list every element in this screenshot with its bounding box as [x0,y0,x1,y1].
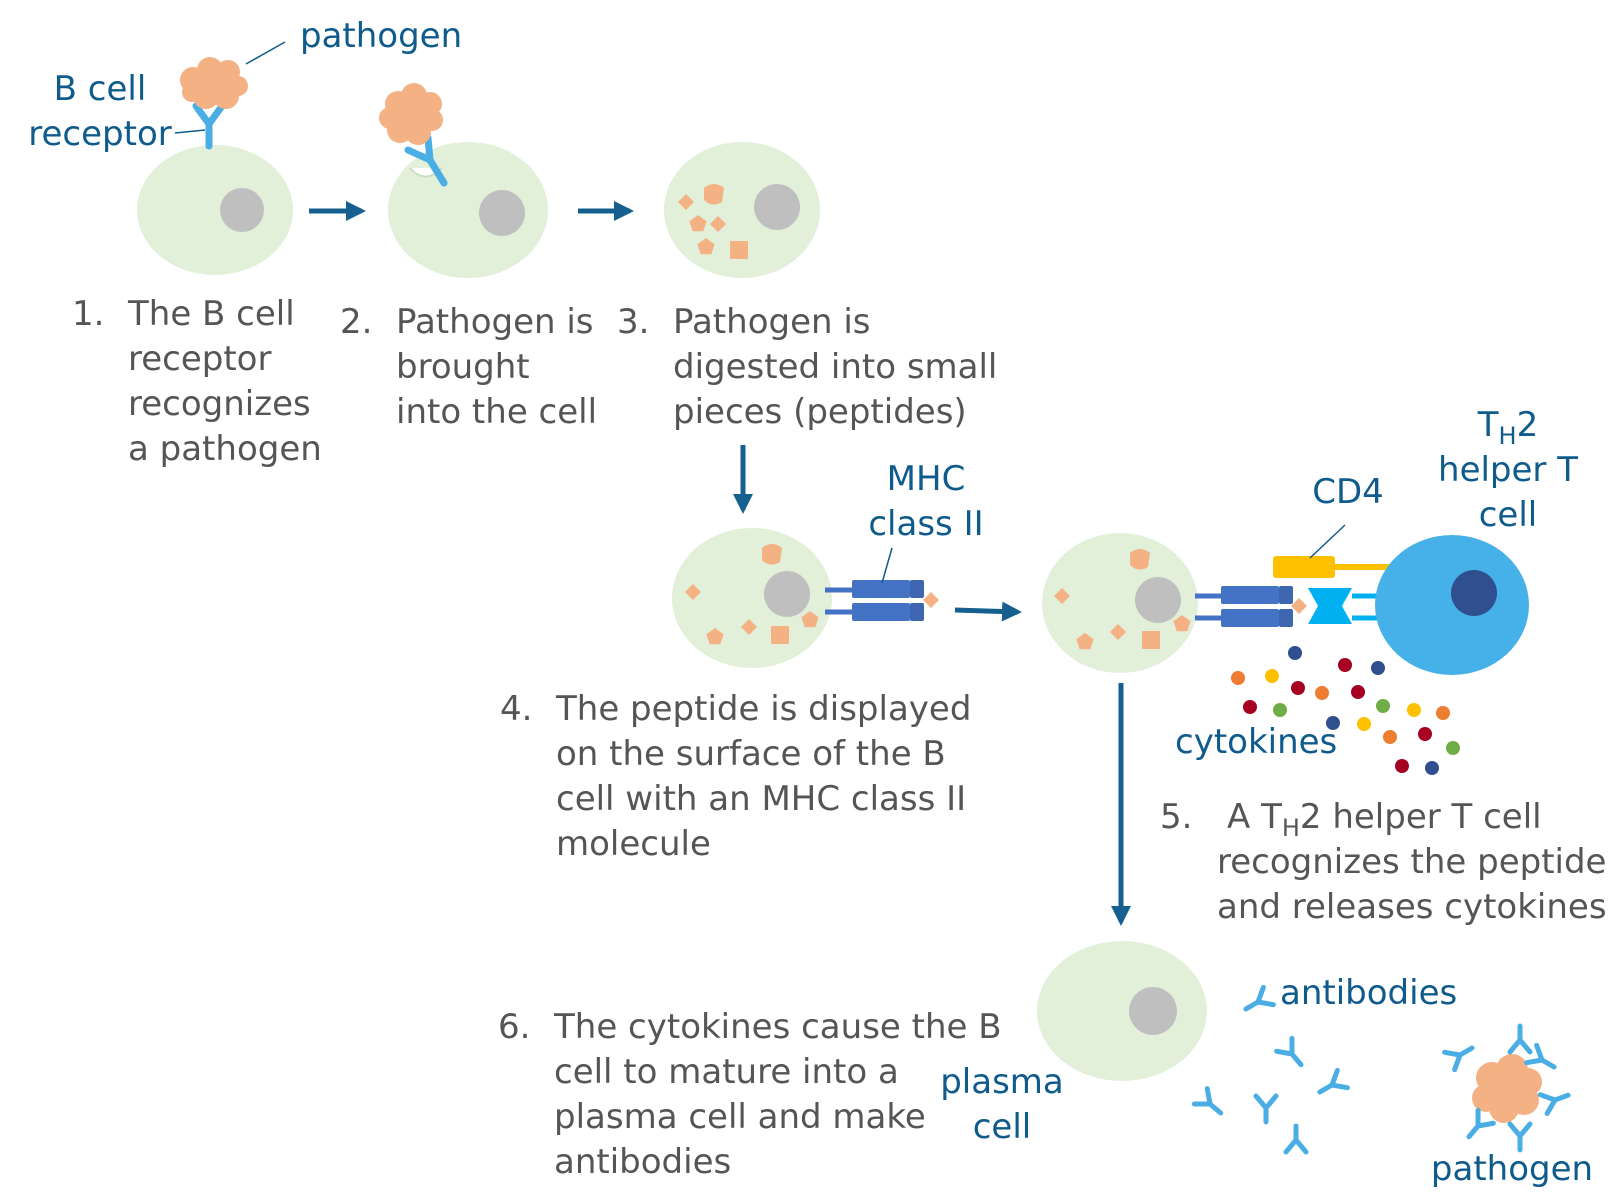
step-6-text: 6. The cytokines cause the B cell to mat… [498,1007,1002,1182]
cd4-molecule [1273,556,1395,578]
svg-text:recognizes the peptide: recognizes the peptide [1217,842,1606,882]
step-5-number: 5. [1160,797,1192,837]
svg-text:a pathogen: a pathogen [128,429,322,469]
cell-6-group [1037,941,1207,1081]
svg-text:on the surface of the B: on the surface of the B [556,734,946,774]
pathogen-bound-antibodies [1445,1026,1572,1150]
th2-label-line2: helper T [1438,450,1578,490]
svg-text:pieces (peptides): pieces (peptides) [673,392,967,432]
svg-text:A TH2 helper T cell: A TH2 helper T cell [1227,797,1542,842]
nucleus-3 [754,184,800,230]
th2-label-line3: cell [1479,495,1538,535]
step-4-text: 4. The peptide is displayed on the surfa… [500,689,971,864]
pathogen-2 [379,83,443,145]
pathogen-pointer-1 [245,41,286,65]
svg-text:recognizes: recognizes [128,384,311,424]
nucleus-4 [764,571,810,617]
svg-text:digested into small: digested into small [673,347,997,387]
svg-text:and releases cytokines: and releases cytokines [1217,887,1607,927]
peptides-4 [685,544,819,645]
step-6-number: 6. [498,1007,530,1047]
receptor-pointer [174,129,206,134]
svg-text:Pathogen is: Pathogen is [673,302,871,342]
svg-text:The peptide is displayed: The peptide is displayed [555,689,971,729]
th2-helper-t-cell [1375,535,1529,675]
pathogen-1 [180,57,248,109]
mhc-class-ii-molecule-4 [825,580,939,621]
step-5-text: 5. A TH2 helper T cell recognizes the pe… [1160,797,1607,927]
cell-3-group [664,142,820,278]
step-3-number: 3. [617,302,649,342]
mhc-label-line2: class II [868,504,983,544]
nucleus-5 [1135,577,1181,623]
arrow-4-to-5 [954,601,1022,622]
th2-label-line1: TH2 [1477,405,1538,450]
svg-text:The B cell: The B cell [127,294,295,334]
step-4-number: 4. [500,689,532,729]
step-2-number: 2. [340,302,372,342]
cd4-label: CD4 [1312,472,1384,512]
svg-text:receptor: receptor [128,339,271,379]
nucleus-6 [1129,987,1177,1035]
cell-2-group [379,83,548,278]
cell-5-group [1042,524,1529,675]
b-cell-receptor-1 [192,102,226,150]
b-cell-1 [137,145,293,275]
cytokines-group [1231,646,1460,775]
svg-text:plasma cell and make: plasma cell and make [554,1097,926,1137]
cd4-pointer [1309,524,1346,559]
step-1-number: 1. [72,294,104,334]
mhc-class-ii-molecule-5 [1195,586,1307,627]
svg-text:Pathogen is: Pathogen is [396,302,594,342]
nucleus-2 [479,190,525,236]
pathogen-label-bottom: pathogen [1431,1149,1593,1189]
peptides-3 [678,184,748,259]
bcr-label-line2: receptor [28,114,171,154]
mhc-label-line1: MHC [887,459,966,499]
svg-text:antibodies: antibodies [554,1142,731,1182]
mhc-pointer [881,547,893,584]
cell-4-group [672,528,939,668]
plasma-label-line2: cell [973,1107,1032,1147]
plasma-cell [1037,941,1207,1081]
nucleus-1 [220,188,264,232]
svg-text:brought: brought [396,347,530,387]
svg-text:cell to mature into a: cell to mature into a [554,1052,899,1092]
antibodies-label: antibodies [1280,973,1457,1013]
svg-text:into the cell: into the cell [396,392,597,432]
bcr-label-line1: B cell [54,69,147,109]
peptides-5 [1054,549,1191,650]
svg-text:cell with an MHC class II: cell with an MHC class II [556,779,966,819]
th2-nucleus [1451,570,1497,616]
svg-text:The cytokines cause the B: The cytokines cause the B [553,1007,1002,1047]
step-1-text: 1. The B cell receptor recognizes a path… [72,294,322,469]
b-cell-receptor-2 [404,134,448,187]
pathogen-label-top: pathogen [300,16,462,56]
cytokines-label: cytokines [1175,722,1337,762]
cell-1-group [137,41,293,275]
plasma-label-line1: plasma [940,1062,1064,1102]
svg-text:molecule: molecule [556,824,711,864]
step-3-text: 3. Pathogen is digested into small piece… [617,302,997,432]
step-2-text: 2. Pathogen is brought into the cell [340,302,597,432]
